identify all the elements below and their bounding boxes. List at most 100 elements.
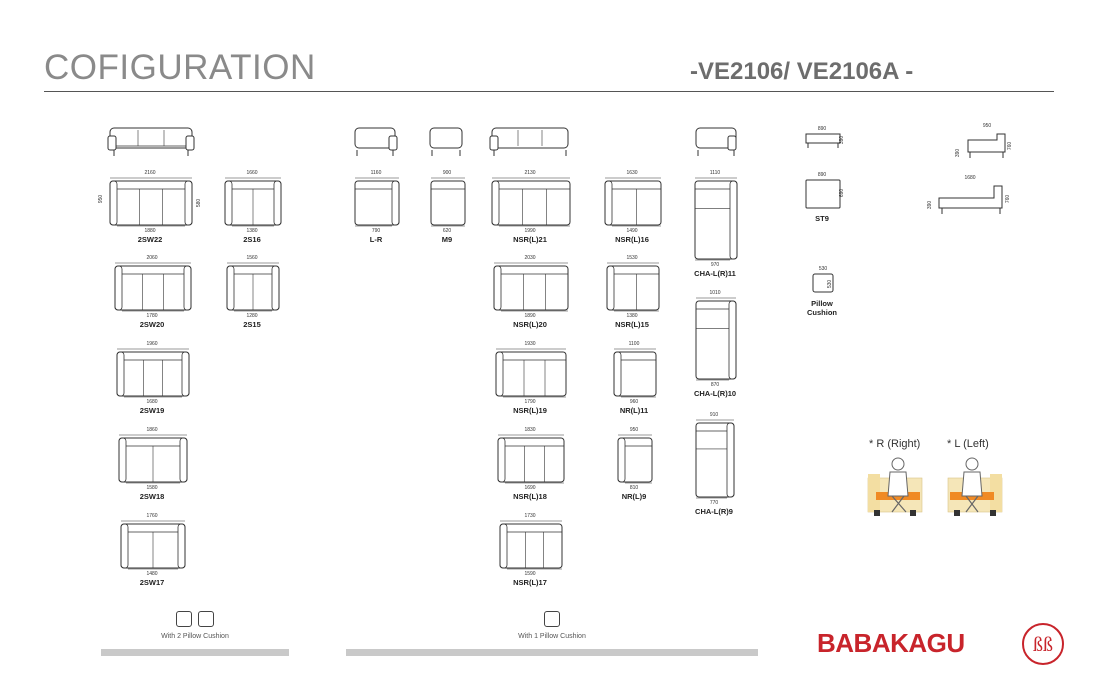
dim-2sw18-width: 1860 xyxy=(146,427,158,433)
dim-2sw22-inner: 1880 xyxy=(144,228,156,234)
dim-cha10-inner: 870 xyxy=(710,382,720,388)
label-2sw22: 2SW22 xyxy=(137,235,163,244)
label-2sw20: 2SW20 xyxy=(139,320,165,329)
dim-nsr16-inner: 1490 xyxy=(626,228,638,234)
dim-nsr16-width: 1630 xyxy=(626,170,638,176)
st9-side-view xyxy=(805,133,841,148)
plan-view-nsr16 xyxy=(604,177,662,227)
plan-view-cha10 xyxy=(695,297,737,381)
brand-logo-icon: ßß xyxy=(1022,623,1064,665)
pillow-cushion-plan xyxy=(812,273,834,293)
dim-nsr21-width: 2130 xyxy=(524,170,536,176)
plan-view-nsr19 xyxy=(495,348,567,398)
dim-2sw20-inner: 1780 xyxy=(146,313,158,319)
dim-nr9-inner: 810 xyxy=(629,485,639,491)
dim-nsr19-width: 1930 xyxy=(524,341,536,347)
plan-view-cha11 xyxy=(694,177,738,261)
dim-nsr15-inner: 1380 xyxy=(626,313,638,319)
page-title: COFIGURATION xyxy=(44,48,316,87)
brand-name: BABAKAGU xyxy=(817,628,965,658)
dim-2sw22-width: 2160 xyxy=(144,170,156,176)
dim-2sw17-width: 1760 xyxy=(146,513,158,519)
dim-st9-width: 890 xyxy=(817,172,827,178)
dim-nsr15-width: 1530 xyxy=(626,255,638,261)
dim-2s15-inner: 1280 xyxy=(246,313,258,319)
label-pillow: Pillow xyxy=(811,299,833,308)
front-view-lr xyxy=(354,127,398,156)
label-cha9: CHA-L(R)9 xyxy=(695,507,733,516)
label-cha11: CHA-L(R)11 xyxy=(694,269,736,278)
dim-nsr19-inner: 1790 xyxy=(524,399,536,405)
dim-2sw22-seat-depth: 580 xyxy=(196,198,203,208)
plan-view-2sw17 xyxy=(120,520,186,570)
dim-2sw19-inner: 1680 xyxy=(146,399,158,405)
dim-2s15-width: 1560 xyxy=(246,255,258,261)
dim-cha11-inner: 970 xyxy=(710,262,720,268)
plan-view-nsr18 xyxy=(497,434,565,484)
label-nsr21: NSR(L)21 xyxy=(513,235,547,244)
orientation-right-label: * R (Right) xyxy=(869,438,921,450)
plan-view-2s16 xyxy=(224,177,282,227)
label-2sw19: 2SW19 xyxy=(139,406,165,415)
front-view-nsr xyxy=(489,127,569,156)
dim-nsr20-inner: 1890 xyxy=(524,313,536,319)
dim-nsr18-inner: 1690 xyxy=(524,485,536,491)
footer-bar-left xyxy=(101,649,289,656)
dim-cha9-width: 910 xyxy=(709,412,719,418)
label-cushion: Cushion xyxy=(807,308,837,317)
plan-view-2sw19 xyxy=(116,348,190,398)
st9-plan-view xyxy=(805,179,841,209)
dim-nr11-inner: 960 xyxy=(629,399,639,405)
one-pillow-note: With 1 Pillow Cushion xyxy=(518,633,586,640)
dim-cha9-inner: 770 xyxy=(709,500,719,506)
plan-view-nr9 xyxy=(617,434,653,484)
dim-nsr20-width: 2030 xyxy=(524,255,536,261)
dim-2sw17-inner: 1480 xyxy=(146,571,158,577)
dim-m9-inner: 620 xyxy=(442,228,452,234)
label-2sw18: 2SW18 xyxy=(139,492,165,501)
dim-st9-depth: 690 xyxy=(839,188,846,198)
dim-2sw22-depth: 950 xyxy=(98,194,105,204)
dim-nsr17-inner: 1590 xyxy=(524,571,536,577)
chaise-side-view xyxy=(938,185,1003,214)
plan-view-2sw18 xyxy=(118,434,188,484)
pillow-icon-single xyxy=(544,611,560,627)
label-nsr17: NSR(L)17 xyxy=(513,578,547,587)
plan-view-nsr15 xyxy=(606,262,660,312)
label-st9: ST9 xyxy=(815,214,829,223)
plan-view-lr xyxy=(354,177,400,227)
dim-st9-top-height: 390 xyxy=(839,135,846,145)
plan-view-m9 xyxy=(430,177,466,227)
footer-bar-right xyxy=(346,649,758,656)
dim-2sw18-inner: 1580 xyxy=(146,485,158,491)
plan-view-2sw20 xyxy=(114,262,192,312)
label-lr: L-R xyxy=(369,235,383,244)
label-nsr19: NSR(L)19 xyxy=(513,406,547,415)
dim-chaise-side-height: 760 xyxy=(1005,194,1012,204)
dim-nsr17-width: 1730 xyxy=(524,513,536,519)
dim-nsr18-width: 1830 xyxy=(524,427,536,433)
label-2sw17: 2SW17 xyxy=(139,578,165,587)
label-nsr20: NSR(L)20 xyxy=(513,320,547,329)
pillow-icon-2 xyxy=(198,611,214,627)
plan-view-2s15 xyxy=(226,262,280,312)
plan-view-nsr17 xyxy=(499,520,563,570)
dim-2s16-width: 1660 xyxy=(246,170,258,176)
plan-view-nsr20 xyxy=(493,262,569,312)
dim-cha10-width: 1010 xyxy=(709,290,721,296)
label-m9: M9 xyxy=(441,235,453,244)
dim-cha11-width: 1110 xyxy=(709,170,721,176)
svg-text:ßß: ßß xyxy=(1033,634,1053,656)
front-view-m9 xyxy=(429,127,463,156)
dim-lr-width: 1160 xyxy=(370,170,382,176)
model-code: -VE2106/ VE2106A - xyxy=(690,58,914,85)
dim-pillow-width: 530 xyxy=(818,266,828,272)
dim-arm-side-height: 760 xyxy=(1007,141,1014,151)
dim-chaise-side-width: 1680 xyxy=(964,175,976,181)
front-view-2sw xyxy=(107,127,195,156)
dim-m9-width: 900 xyxy=(442,170,452,176)
dim-2sw20-width: 2060 xyxy=(146,255,158,261)
plan-view-2sw22 xyxy=(109,177,193,227)
label-nsr15: NSR(L)15 xyxy=(615,320,649,329)
label-nsr16: NSR(L)16 xyxy=(615,235,649,244)
